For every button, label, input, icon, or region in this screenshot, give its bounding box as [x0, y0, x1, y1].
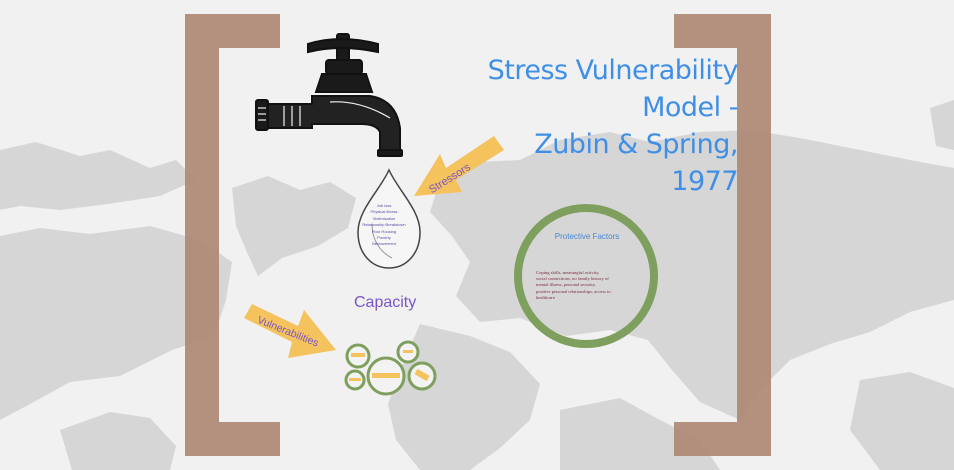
vulnerabilities-arrow	[244, 304, 336, 358]
world-map-background	[0, 100, 954, 470]
stressor-item: Bereavement	[372, 241, 396, 247]
capacity-label: Capacity	[354, 294, 417, 311]
protective-factors-line: social connections, no family history of	[536, 276, 609, 282]
stressor-item: Victimization	[372, 215, 396, 221]
stressors-arrow	[414, 136, 504, 196]
stressor-item: Poor Housing	[371, 228, 397, 234]
protective-factors-line: healthcare	[536, 294, 555, 300]
protective-factors-line: Coping skills, meaningful activity,	[536, 270, 600, 275]
title-line: Stress Vulnerability	[487, 55, 739, 86]
stressor-item: Physical illness	[370, 209, 398, 215]
vulnerability-bubbles	[344, 340, 437, 396]
stressor-list: Job loss Physical illness Victimization …	[360, 203, 408, 248]
stressor-item: Job loss	[376, 203, 392, 208]
left-bracket	[185, 14, 280, 456]
slide-title: Stress Vulnerability Model - Zubin & Spr…	[418, 52, 739, 200]
protective-factors-body: Coping skills, meaningful activity, soci…	[536, 270, 632, 301]
title-line: Model -	[642, 92, 738, 123]
title-line: 1977	[671, 166, 738, 197]
protective-factors-title: Protective Factors	[554, 232, 620, 241]
protective-factors-line: mental illness, personal security,	[536, 282, 596, 288]
water-tap-icon	[255, 33, 403, 157]
stressor-item: Poverty	[377, 235, 391, 241]
stressor-item: Relationship Breakdown	[362, 222, 406, 228]
title-line: Zubin & Spring,	[534, 129, 738, 160]
right-bracket	[674, 14, 771, 456]
protective-factors-circle	[514, 204, 658, 348]
water-drop-icon	[357, 168, 421, 269]
protective-factors-line: positive personal relationships, access …	[536, 288, 611, 294]
